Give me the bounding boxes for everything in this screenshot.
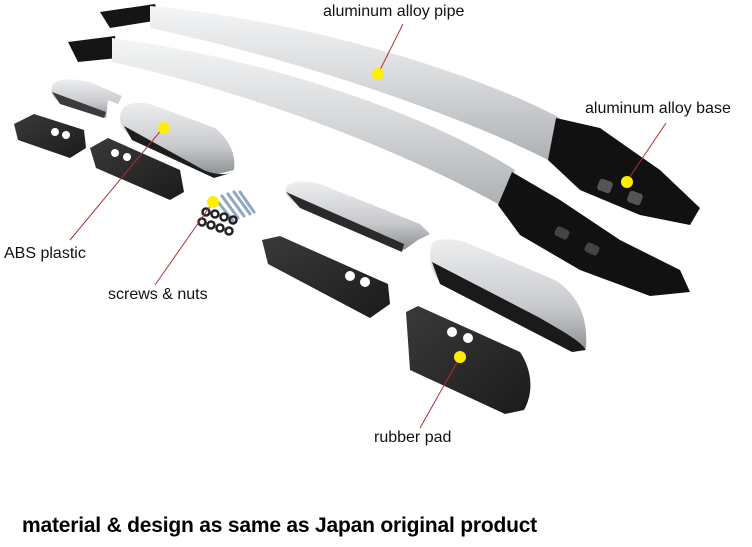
end-cap-rear-left bbox=[120, 102, 235, 178]
rail-top-pipe bbox=[150, 6, 560, 160]
rail-top-rear-base bbox=[548, 118, 700, 225]
rubber-pad-1 bbox=[14, 114, 86, 158]
screws-and-nuts bbox=[197, 190, 256, 236]
rail-top bbox=[100, 4, 700, 225]
rail-bottom-rear-base bbox=[498, 172, 690, 296]
rail-bottom-pipe bbox=[112, 38, 515, 205]
callout-label-base: aluminum alloy base bbox=[585, 100, 731, 117]
callout-markers bbox=[158, 68, 633, 363]
end-cap-rear-right bbox=[430, 239, 587, 352]
callout-label-screws: screws & nuts bbox=[108, 286, 208, 303]
end-cap-front-left bbox=[51, 79, 122, 118]
callout-lines bbox=[69, 23, 667, 429]
rubber-pad-3 bbox=[262, 236, 390, 318]
caption: material & design as same as Japan origi… bbox=[22, 514, 537, 537]
callout-label-pad: rubber pad bbox=[374, 429, 452, 446]
callout-label-pipe: aluminum alloy pipe bbox=[323, 3, 465, 20]
rail-top-front-bracket bbox=[100, 4, 160, 28]
end-cap-front-right bbox=[285, 181, 430, 252]
rail-bottom bbox=[68, 36, 690, 296]
callout-label-abs: ABS plastic bbox=[4, 245, 86, 262]
rail-bottom-front-bracket bbox=[68, 36, 118, 62]
rubber-pad-4 bbox=[406, 306, 531, 414]
